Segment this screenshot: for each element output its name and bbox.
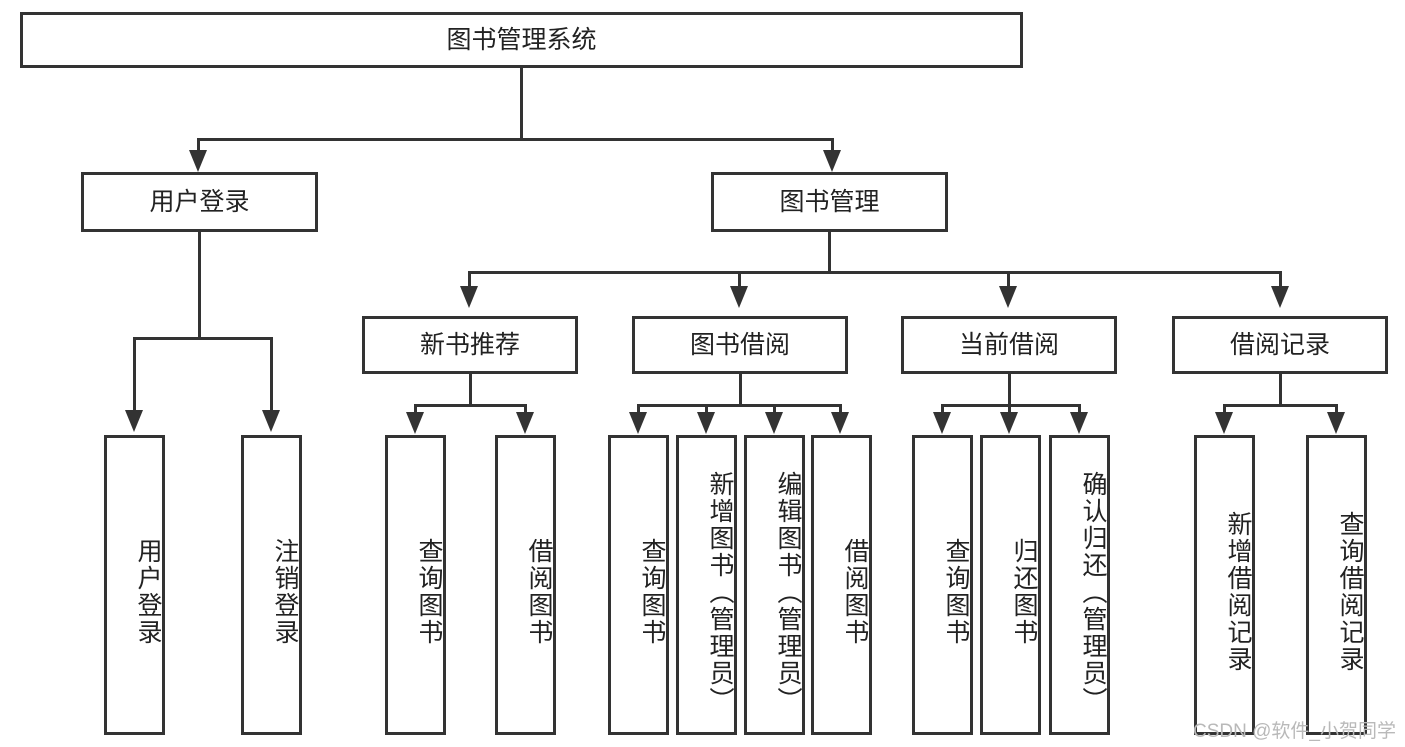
edge-borrow-records-leaf1: [1223, 404, 1226, 418]
leaf-book-borrow-edit[interactable]: 编辑图书（管理员）: [744, 435, 805, 735]
node-label: 图书管理: [779, 188, 880, 216]
edge-to-borrow-records: [1279, 271, 1282, 293]
edge-book-borrow-leaf4: [839, 404, 842, 418]
leaf-current-borrow-query[interactable]: 查询图书: [912, 435, 973, 735]
leaf-current-borrow-confirm-return[interactable]: 确认归还（管理员）: [1049, 435, 1110, 735]
node-current-borrow[interactable]: 当前借阅: [901, 316, 1117, 374]
edge-to-current-borrow: [1007, 271, 1010, 293]
node-label: 编辑图书（管理员）: [774, 470, 802, 714]
node-label: 当前借阅: [958, 331, 1059, 359]
edge-current-borrow-leaf3: [1078, 404, 1081, 418]
node-label: 用户登录: [134, 538, 162, 646]
node-label: 查询借阅记录: [1336, 511, 1364, 673]
edge-user-login-leaf1: [133, 337, 136, 415]
edge-new-book-bar: [414, 404, 527, 407]
edge-new-book-down: [469, 374, 472, 406]
edge-level3-bar: [468, 271, 1282, 274]
node-label: 用户登录: [149, 188, 250, 216]
edge-book-borrow-down: [739, 374, 742, 406]
edge-user-login-leaf2: [270, 337, 273, 415]
arrow-current-borrow-leaf1: [933, 412, 951, 434]
edge-current-borrow-down: [1008, 374, 1011, 406]
leaf-new-book-borrow[interactable]: 借阅图书: [495, 435, 556, 735]
arrow-to-current-borrow: [999, 286, 1017, 308]
node-label: 借阅图书: [841, 538, 869, 646]
node-label: 新书推荐: [419, 331, 520, 359]
edge-borrow-records-bar: [1223, 404, 1338, 407]
edge-user-login-down: [198, 232, 201, 340]
leaf-book-borrow-add[interactable]: 新增图书（管理员）: [676, 435, 737, 735]
node-label: 归还图书: [1010, 538, 1038, 646]
edge-to-book-borrow: [738, 271, 741, 293]
edge-book-borrow-leaf3: [773, 404, 776, 418]
edge-borrow-records-down: [1279, 374, 1282, 406]
arrow-book-borrow-leaf3: [765, 412, 783, 434]
node-label: 图书管理系统: [446, 26, 597, 54]
arrow-to-borrow-records: [1271, 286, 1289, 308]
leaf-new-book-query[interactable]: 查询图书: [385, 435, 446, 735]
node-book-borrow[interactable]: 图书借阅: [632, 316, 848, 374]
edge-current-borrow-bar: [941, 404, 1081, 407]
arrow-borrow-records-leaf2: [1327, 412, 1345, 434]
arrow-to-book-manage: [823, 150, 841, 172]
edge-to-book-manage: [831, 138, 834, 160]
node-label: 借阅记录: [1229, 331, 1330, 359]
edge-current-borrow-leaf2: [1008, 404, 1011, 418]
arrow-user-login-leaf2: [262, 410, 280, 432]
node-book-management[interactable]: 图书管理: [711, 172, 948, 232]
node-label: 查询图书: [415, 538, 443, 646]
leaf-user-login-logout[interactable]: 注销登录: [241, 435, 302, 735]
node-label: 借阅图书: [525, 538, 553, 646]
arrow-borrow-records-leaf1: [1215, 412, 1233, 434]
edge-to-user-login: [197, 138, 200, 160]
edge-root-down: [520, 68, 523, 140]
edge-book-borrow-leaf2: [705, 404, 708, 418]
arrow-book-borrow-leaf4: [831, 412, 849, 434]
arrow-book-borrow-leaf1: [629, 412, 647, 434]
edge-current-borrow-leaf1: [941, 404, 944, 418]
edge-book-borrow-leaf1: [637, 404, 640, 418]
node-label: 注销登录: [271, 538, 299, 646]
node-user-login[interactable]: 用户登录: [81, 172, 318, 232]
node-root-system[interactable]: 图书管理系统: [20, 12, 1023, 68]
arrow-to-user-login: [189, 150, 207, 172]
arrow-new-book-leaf1: [406, 412, 424, 434]
edge-root-split-bar: [197, 138, 834, 141]
edge-to-new-book: [468, 271, 471, 293]
node-label: 新增借阅记录: [1224, 511, 1252, 673]
csdn-watermark: CSDN @软件_小贺同学: [1193, 721, 1396, 742]
node-label: 新增图书（管理员）: [706, 470, 734, 714]
edge-borrow-records-leaf2: [1335, 404, 1338, 418]
node-label: 查询图书: [638, 538, 666, 646]
arrow-to-new-book: [460, 286, 478, 308]
leaf-current-borrow-return[interactable]: 归还图书: [980, 435, 1041, 735]
edge-new-book-leaf1: [414, 404, 417, 418]
node-label: 查询图书: [942, 538, 970, 646]
node-borrow-records[interactable]: 借阅记录: [1172, 316, 1388, 374]
arrow-user-login-leaf1: [125, 410, 143, 432]
arrow-book-borrow-leaf2: [697, 412, 715, 434]
arrow-new-book-leaf2: [516, 412, 534, 434]
leaf-user-login-login[interactable]: 用户登录: [104, 435, 165, 735]
node-label: 确认归还（管理员）: [1079, 470, 1107, 714]
node-label: 图书借阅: [689, 331, 790, 359]
leaf-borrow-records-add[interactable]: 新增借阅记录: [1194, 435, 1255, 735]
arrow-to-book-borrow: [730, 286, 748, 308]
edge-book-borrow-bar: [637, 404, 842, 407]
arrow-current-borrow-leaf3: [1070, 412, 1088, 434]
node-new-book-recommend[interactable]: 新书推荐: [362, 316, 578, 374]
edge-new-book-leaf2: [524, 404, 527, 418]
edge-book-manage-down: [828, 232, 831, 274]
edge-user-login-bar: [133, 337, 273, 340]
leaf-book-borrow-borrow[interactable]: 借阅图书: [811, 435, 872, 735]
leaf-borrow-records-query[interactable]: 查询借阅记录: [1306, 435, 1367, 735]
leaf-book-borrow-query[interactable]: 查询图书: [608, 435, 669, 735]
arrow-current-borrow-leaf2: [1000, 412, 1018, 434]
